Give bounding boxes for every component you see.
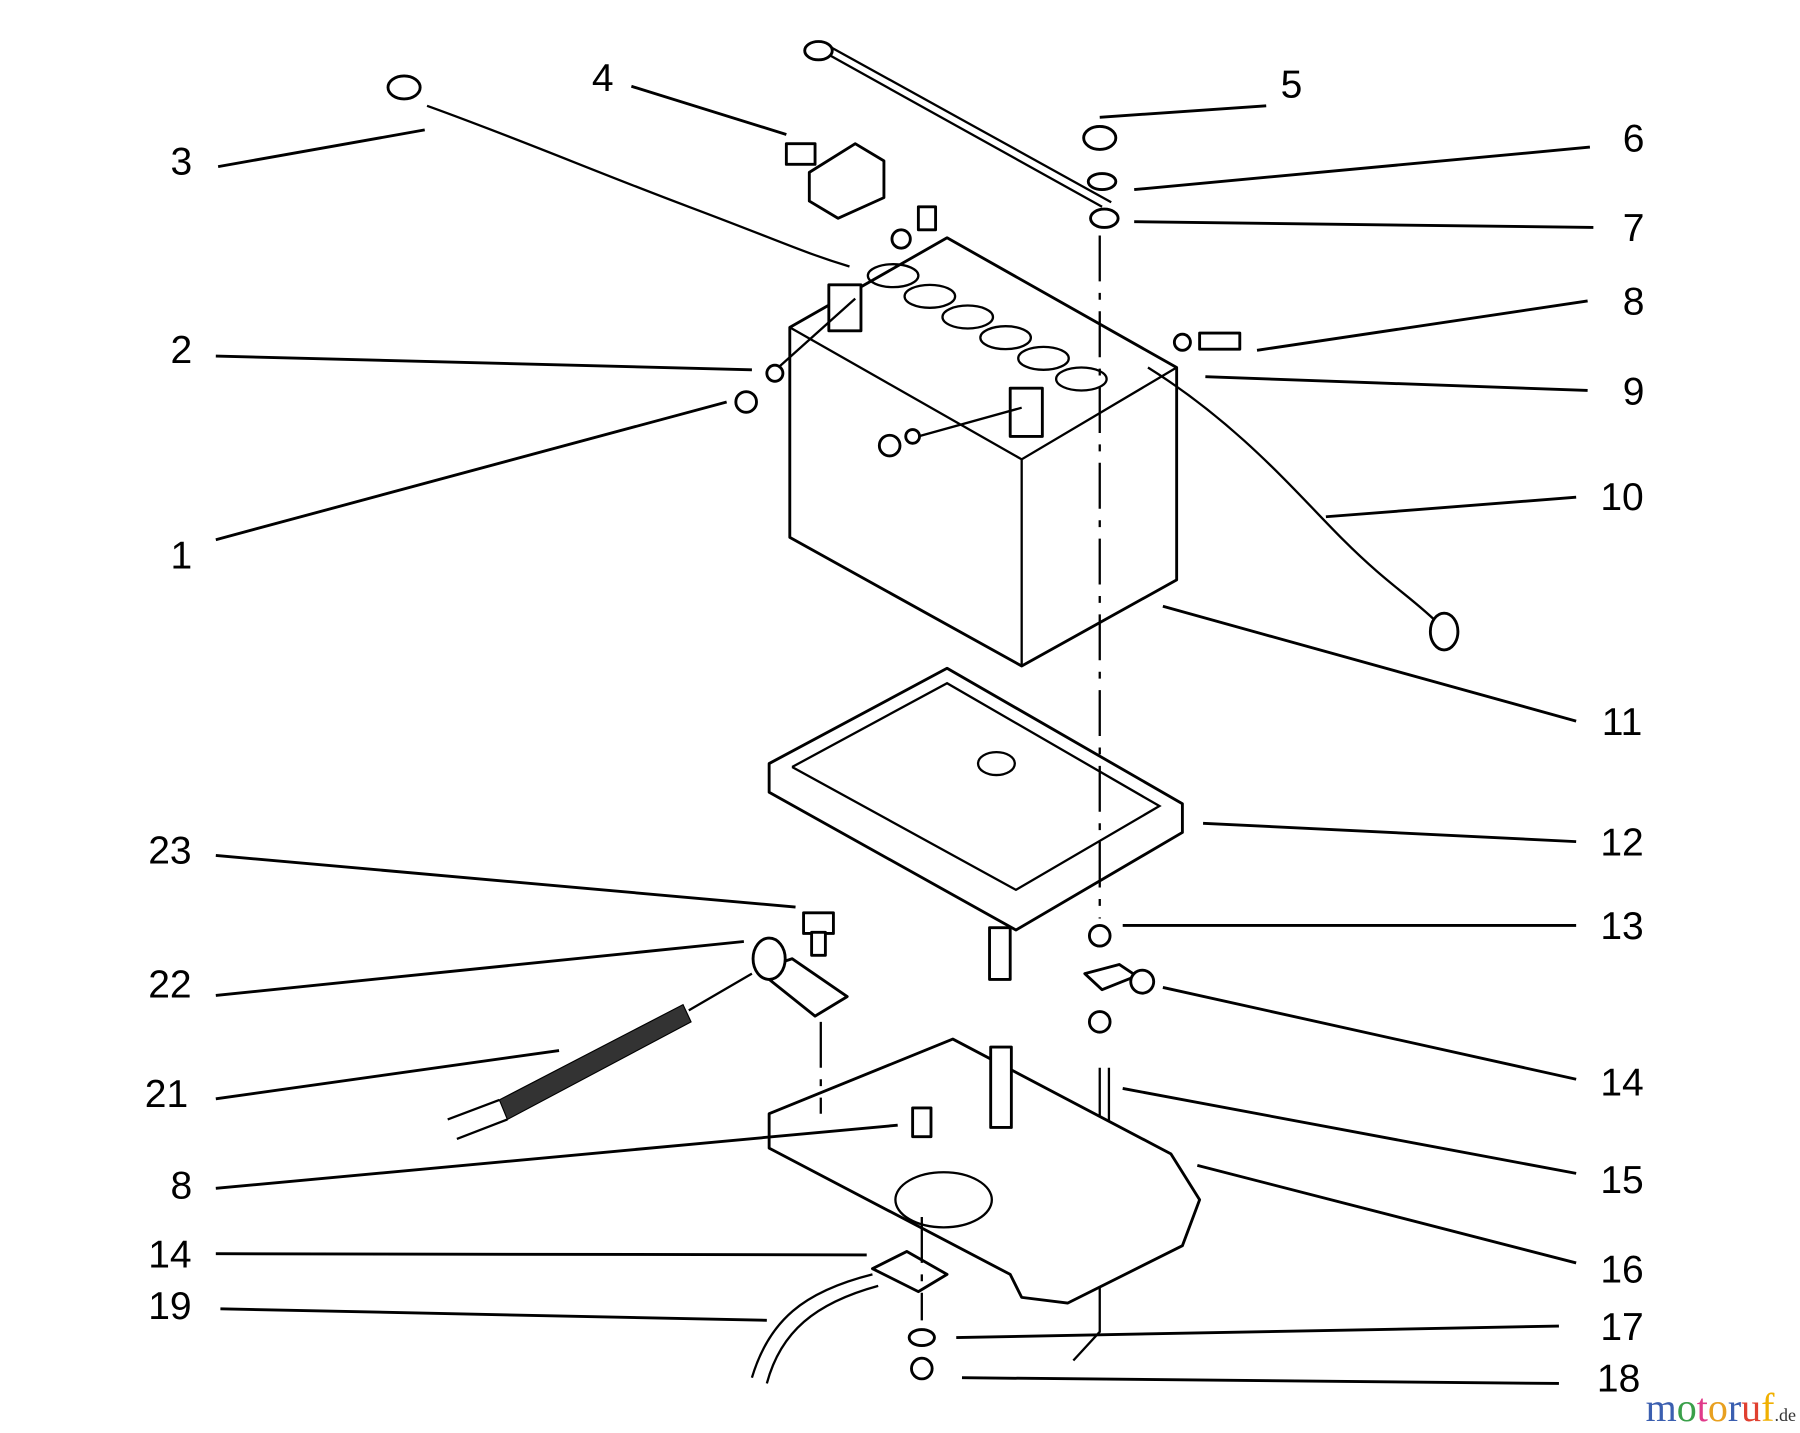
base-plate (767, 1037, 1202, 1305)
callout-17: 17 (1600, 1306, 1643, 1349)
callout-8-bottom: 8 (171, 1165, 193, 1208)
callout-12: 12 (1600, 821, 1643, 864)
cable-3 (426, 104, 850, 268)
callout-15: 15 (1600, 1159, 1643, 1202)
callout-8-top: 8 (1623, 281, 1645, 324)
callout-21: 21 (145, 1073, 188, 1116)
wm-letter: t (1696, 1385, 1708, 1430)
callout-9: 9 (1623, 370, 1645, 413)
wm-suffix: .de (1774, 1405, 1797, 1425)
callout-3: 3 (171, 141, 193, 184)
wm-letter: u (1741, 1385, 1762, 1430)
callout-14-right: 14 (1600, 1061, 1643, 1104)
spring (498, 1003, 692, 1121)
callout-11: 11 (1602, 701, 1643, 744)
cable-10 (1147, 366, 1442, 627)
callout-16: 16 (1600, 1248, 1643, 1291)
callout-14-left: 14 (148, 1234, 191, 1277)
callout-5: 5 (1281, 64, 1303, 107)
wm-letter: f (1761, 1385, 1775, 1430)
battery-tray (767, 666, 1184, 981)
callout-10: 10 (1600, 476, 1643, 519)
hold-down-rod (816, 47, 1103, 208)
callout-22: 22 (148, 964, 191, 1007)
leader-lines (215, 84, 1594, 1385)
callout-19: 19 (148, 1285, 191, 1328)
callout-2: 2 (171, 329, 193, 372)
callout-1: 1 (171, 534, 193, 577)
callout-23: 23 (148, 829, 191, 872)
watermark-logo: motoruf.de (1646, 1384, 1796, 1431)
terminal-cover (784, 142, 886, 220)
callout-18: 18 (1597, 1358, 1640, 1401)
callout-13: 13 (1600, 905, 1643, 948)
callout-4: 4 (592, 57, 614, 100)
wm-letter: o (1707, 1385, 1728, 1430)
callout-6: 6 (1623, 118, 1645, 161)
wm-letter: m (1645, 1385, 1677, 1430)
battery (788, 236, 1179, 668)
callout-7: 7 (1623, 207, 1645, 250)
wm-letter: o (1676, 1385, 1697, 1430)
wm-letter: r (1727, 1385, 1742, 1430)
